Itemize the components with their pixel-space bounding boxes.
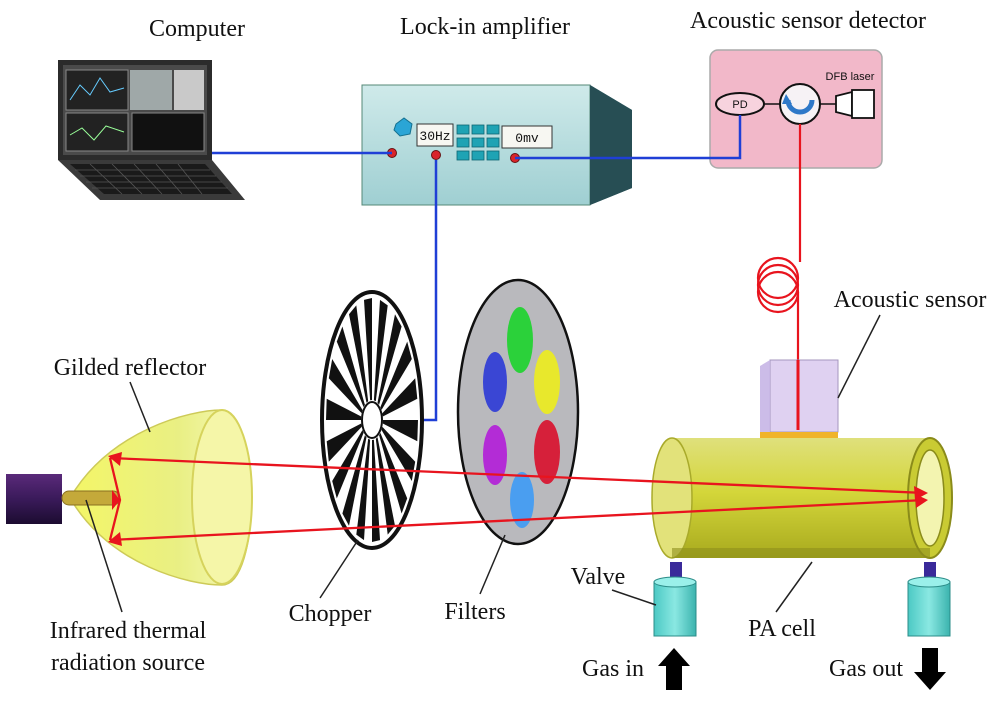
valve-in: Valve [571,562,697,637]
chopper-blade [328,359,363,414]
pd-label: PD [732,99,747,111]
chopper-blade [326,423,362,462]
beam-arrowheads [108,452,928,546]
freq-display-text: 30Hz [419,129,450,144]
chopper-blade [364,298,372,401]
wire-amp-detector [515,115,742,160]
voltage-display-text: 0mv [515,131,539,146]
computer-label: Computer [149,16,245,42]
chopper: Chopper [289,290,424,627]
source-label-1: Infrared thermal [50,618,207,644]
sensor-diaphragm [760,432,838,438]
source-filament [61,490,121,506]
filter-red [534,420,560,484]
arrow-up-icon [658,648,690,690]
chopper-blade [356,438,371,541]
lockin-label: Lock-in amplifier [400,14,570,40]
arrow-down-icon [914,648,946,690]
chopper-blade [377,314,402,405]
pa-cell: PA cell [651,437,953,642]
valve-label: Valve [571,564,626,590]
source-label-2: radiation source [51,650,205,676]
chopper-blade [375,437,395,535]
freq-display [416,123,454,147]
filters-label: Filters [444,599,505,625]
ir-source: Infrared thermal radiation source [6,474,207,676]
filter-green [507,307,533,373]
filter-wheel: Filters [444,278,580,625]
chopper-blade [382,420,418,442]
chopper-blade [372,439,380,542]
acoustic-sensor: Acoustic sensor [760,287,986,438]
gas-in: Gas in [582,648,690,690]
chopper-blade [336,326,365,408]
gas-in-label: Gas in [582,656,644,682]
chopper-blades [326,298,418,542]
chopper-blade [342,435,367,526]
gas-out-label: Gas out [829,656,903,682]
filter-magenta [483,425,507,485]
chopper-blade [349,305,369,403]
amp-button-grid [456,124,500,161]
dfb-label: DFB laser [826,71,875,83]
source-rod [6,474,62,524]
pa-cell-label: PA cell [748,616,816,642]
acoustic-sensor-label: Acoustic sensor [834,287,987,313]
detector-label: Acoustic sensor detector [690,8,926,34]
amp-knob-icon [393,117,413,137]
acoustic-detector: PD DFB laser Acoustic sensor detector [690,8,926,169]
computer: Computer [58,16,245,200]
lockin-amplifier: 30Hz 0mv Lock-in amplifier [361,14,632,206]
filter-blue [483,352,507,412]
pa-cell-body [672,438,930,558]
filter-yellow [534,350,560,414]
circulator-arrow-icon [785,99,815,115]
gilded-reflector: Gilded reflector [54,355,253,586]
filter-lightblue [510,472,534,528]
chopper-label: Chopper [289,601,372,627]
chopper-blade [373,299,388,402]
amp-port-ref [431,150,441,160]
valve-out [907,562,951,637]
chopper-blade [332,430,364,499]
chopper-blade [379,432,408,514]
chopper-blade [380,341,412,410]
voltage-display [501,125,553,149]
chopper-blade [326,398,362,420]
gas-out: Gas out [829,648,946,690]
chopper-blade [382,378,418,417]
chopper-blade [381,426,416,481]
dfb-laser-icon [835,90,853,118]
reflector-label: Gilded reflector [54,355,207,381]
